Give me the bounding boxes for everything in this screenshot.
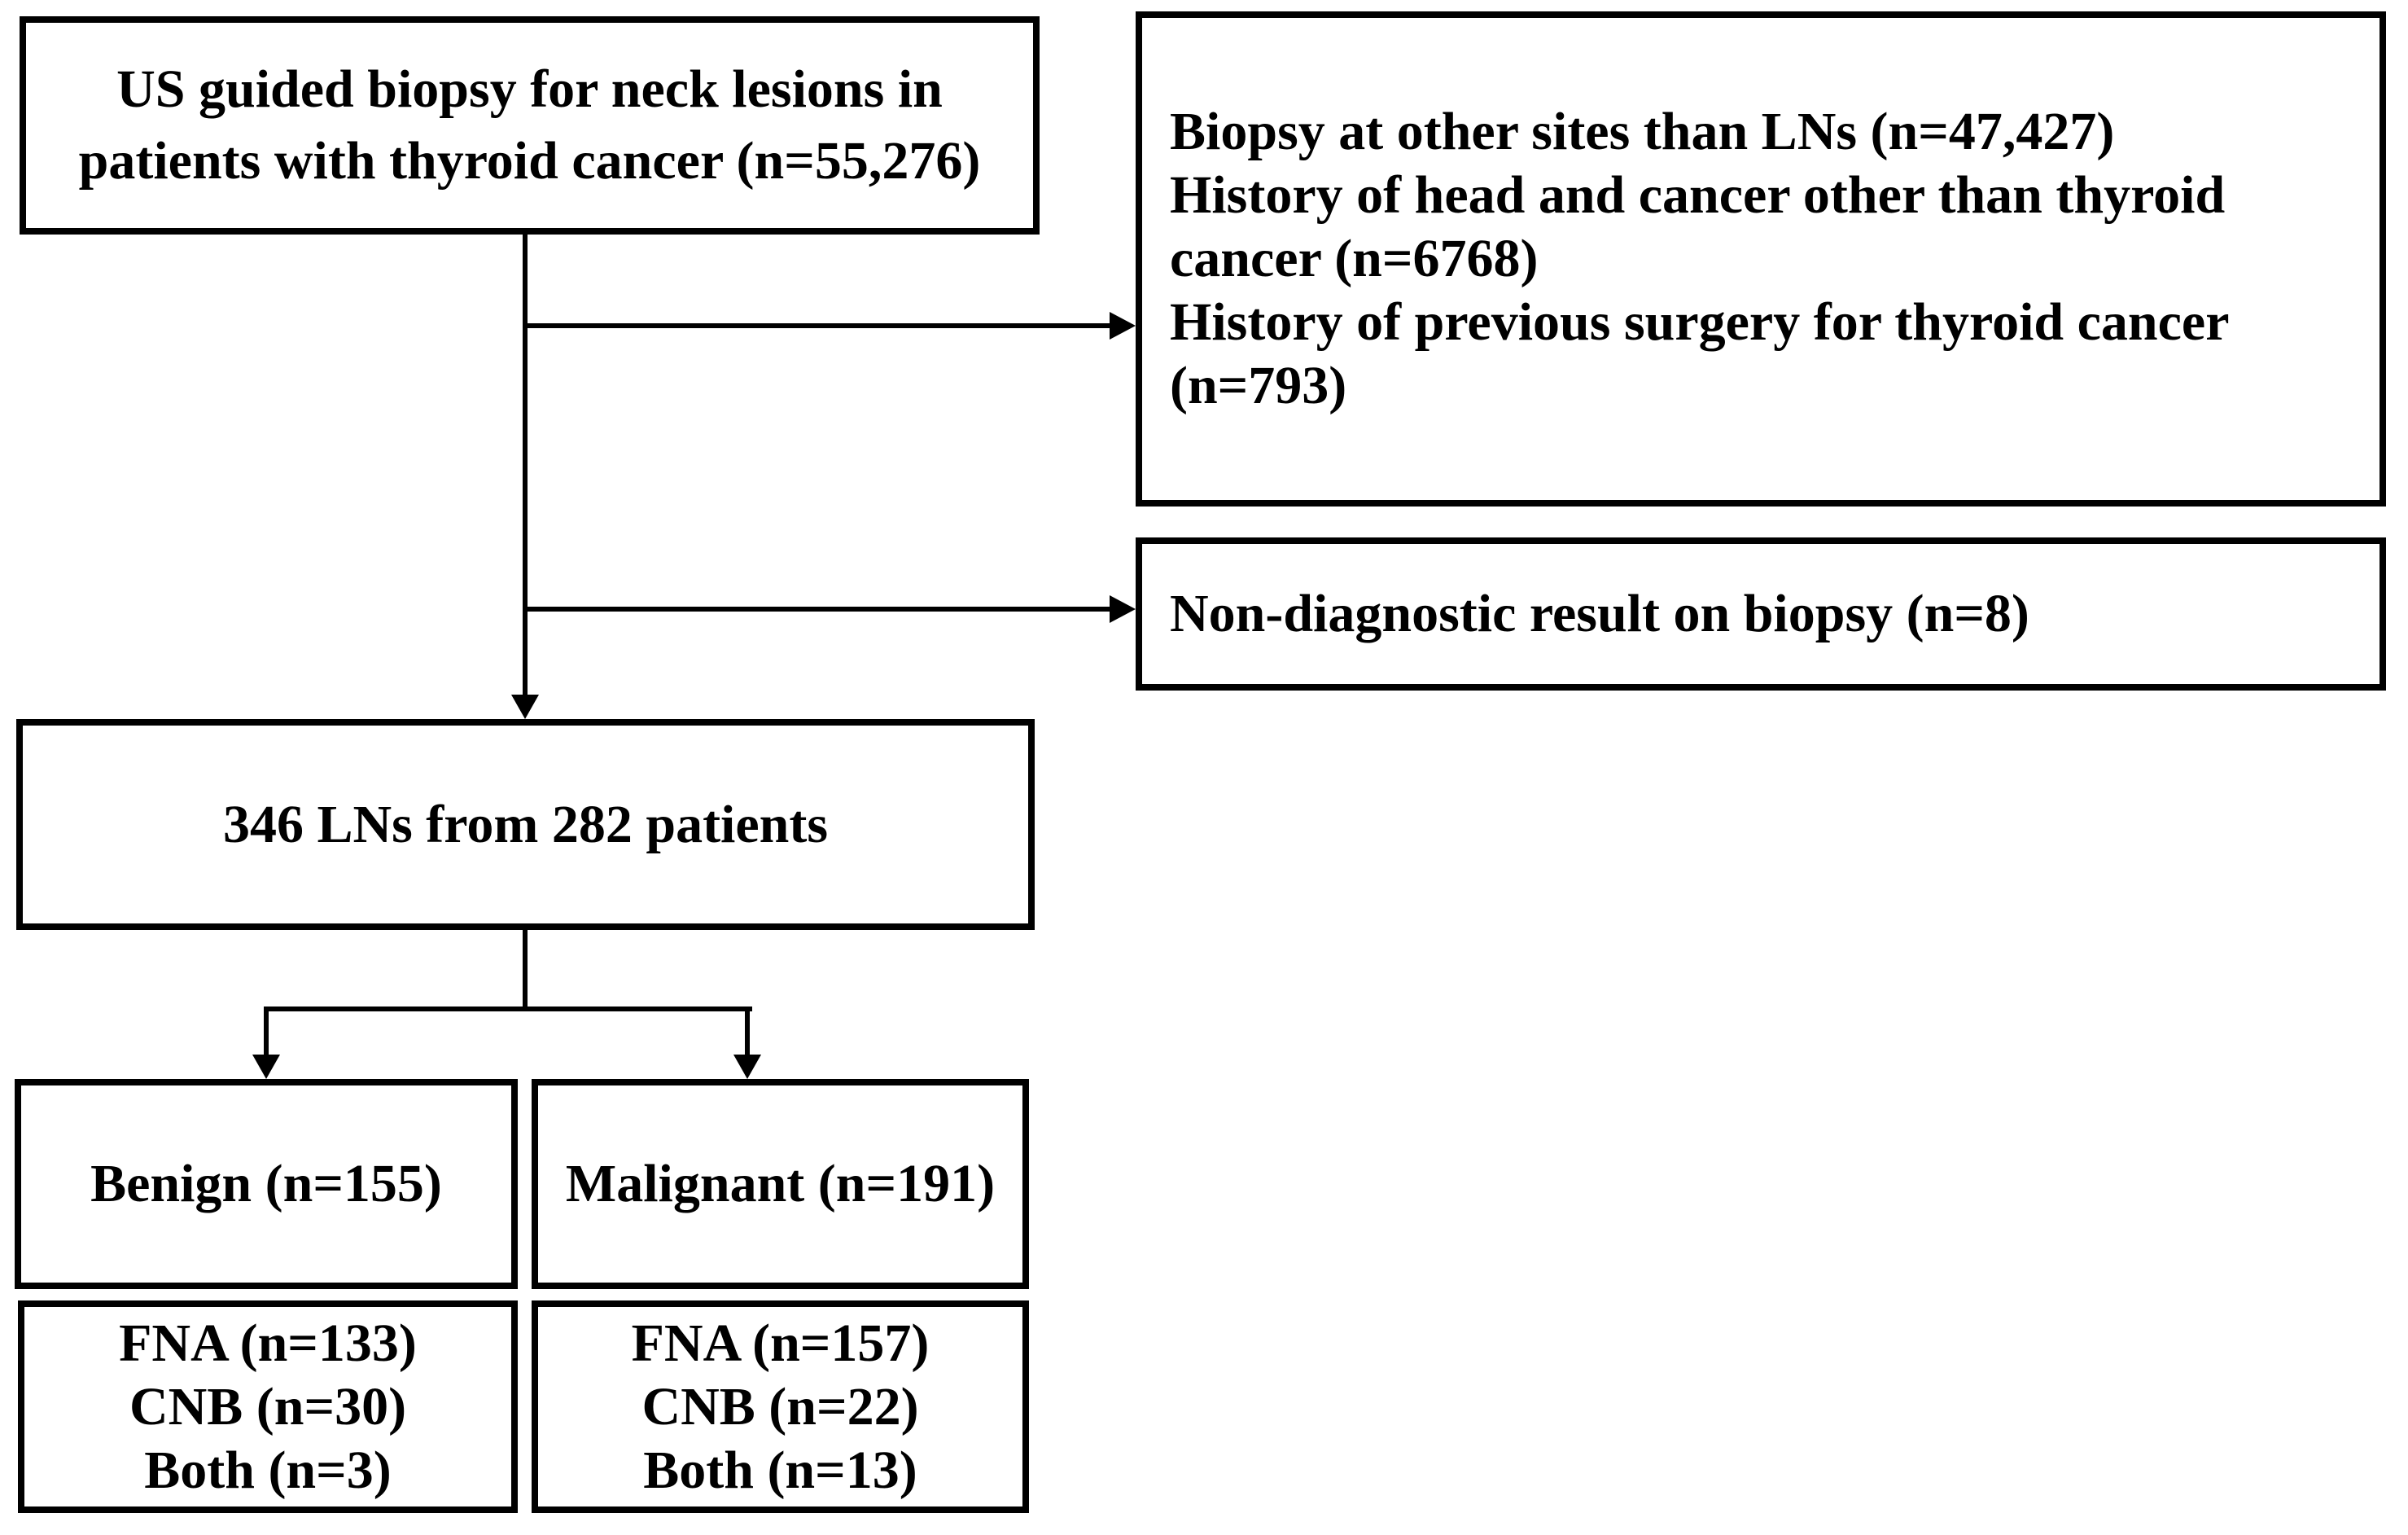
malignant-methods-line: FNA (n=157) [631, 1313, 930, 1373]
malignant-line: Malignant (n=191) [565, 1154, 996, 1213]
malignant-methods-line: CNB (n=22) [641, 1376, 919, 1436]
nondiagnostic-exclusion-box: Non-diagnostic result on biopsy (n=8) [1136, 537, 2386, 691]
arrowhead-to-benign-icon [252, 1055, 280, 1079]
benign-group-box: Benign (n=155) [15, 1079, 518, 1289]
malignant-biopsy-methods-box: FNA (n=157) CNB (n=22) Both (n=13) [532, 1300, 1029, 1513]
exclusion-criteria-box: Biopsy at other sites than LNs (n=47,427… [1136, 11, 2386, 507]
exclusion-line: Biopsy at other sites than LNs (n=47,427… [1170, 102, 2115, 161]
final-cohort-box: 346 LNs from 282 patients [16, 719, 1035, 930]
arrowhead-to-nondiagnostic-icon [1110, 595, 1136, 623]
exclusion-line: (n=793) [1170, 356, 1347, 415]
arrowhead-to-exclusions-icon [1110, 312, 1136, 340]
malignant-group-box: Malignant (n=191) [532, 1079, 1029, 1289]
exclusion-line: History of head and cancer other than th… [1170, 165, 2226, 225]
connector-to-benign [264, 1007, 269, 1057]
connector-source-to-cohort [523, 233, 528, 697]
malignant-methods-line: Both (n=13) [643, 1440, 917, 1500]
connector-to-nondiagnostic [525, 607, 1111, 612]
cohort-line: 346 LNs from 282 patients [222, 794, 829, 854]
source-box-line: patients with thyroid cancer (n=55,276) [78, 131, 981, 191]
source-population-box: US guided biopsy for neck lesions in pat… [20, 16, 1040, 235]
connector-split-bar [264, 1007, 752, 1011]
connector-to-malignant [745, 1007, 750, 1057]
exclusion-line: History of previous surgery for thyroid … [1170, 292, 2230, 352]
exclusion-line: cancer (n=6768) [1170, 229, 1539, 288]
arrowhead-to-cohort-icon [511, 695, 539, 719]
benign-biopsy-methods-box: FNA (n=133) CNB (n=30) Both (n=3) [18, 1300, 518, 1513]
source-box-line: US guided biopsy for neck lesions in [116, 59, 943, 119]
benign-line: Benign (n=155) [90, 1154, 442, 1213]
benign-methods-line: Both (n=3) [144, 1440, 392, 1500]
connector-cohort-to-split [523, 930, 528, 1011]
arrowhead-to-malignant-icon [733, 1055, 761, 1079]
nondiagnostic-line: Non-diagnostic result on biopsy (n=8) [1170, 584, 2029, 643]
benign-methods-line: CNB (n=30) [129, 1376, 407, 1436]
benign-methods-line: FNA (n=133) [119, 1313, 417, 1373]
connector-to-exclusions [525, 323, 1111, 328]
